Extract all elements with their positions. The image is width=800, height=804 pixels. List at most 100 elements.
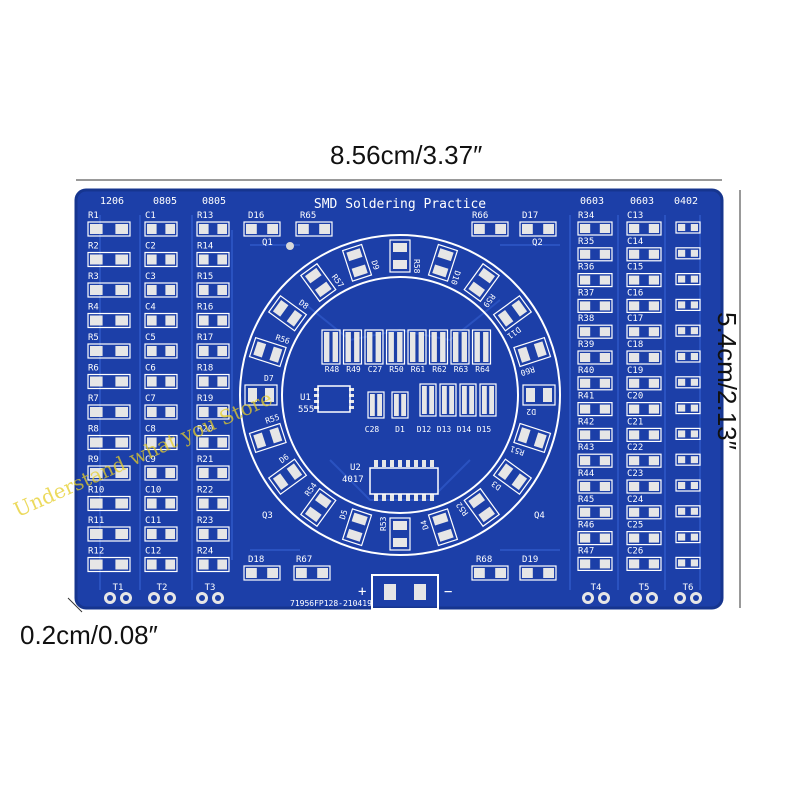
footprint-pad-b	[115, 285, 128, 295]
component-label: C23	[627, 469, 643, 479]
terminal-label: T5	[639, 583, 650, 593]
footprint-pad-a	[90, 376, 103, 387]
footprint-pad-a	[474, 568, 485, 578]
terminal-drill	[151, 595, 157, 601]
footprint	[196, 221, 230, 237]
footprint-pad-a	[629, 327, 640, 337]
ring-pad	[346, 248, 363, 262]
footprint-pad-a	[90, 224, 103, 234]
footprint-pad-a	[324, 332, 330, 362]
ring-footprint	[389, 517, 411, 551]
component-label: R55	[264, 413, 281, 426]
footprint-pad-a	[147, 559, 157, 570]
footprint	[144, 343, 178, 359]
footprint-pad-b	[375, 332, 381, 362]
footprint-pad-b	[115, 315, 128, 326]
ring-pad	[314, 281, 332, 298]
footprint-pad-b	[599, 327, 610, 337]
diode-footprint	[439, 383, 457, 417]
chip-pin	[430, 460, 434, 467]
footprint	[144, 556, 178, 573]
ring-component: R55	[248, 413, 287, 454]
footprint-pad-a	[370, 394, 375, 416]
footprint	[295, 221, 333, 237]
footprint-pad-a	[678, 456, 686, 464]
component-label: R20	[197, 425, 213, 435]
component-label: C5	[145, 333, 156, 343]
component-label: C27	[368, 365, 383, 374]
component-label: C14	[627, 237, 643, 247]
footprint	[196, 251, 230, 268]
chip-pin	[349, 394, 354, 397]
terminal-label: T4	[591, 583, 602, 593]
outer-ring-outline	[239, 234, 561, 556]
footprint-pad-a	[90, 285, 103, 295]
chip-u1-label: U1	[300, 393, 311, 403]
footprint	[196, 556, 230, 573]
ring-pad	[432, 264, 449, 278]
footprint	[675, 376, 701, 389]
footprint-pad-b	[690, 327, 698, 335]
component-label: R10	[88, 486, 104, 496]
footprint-pad-a	[678, 533, 686, 541]
footprint-pad-b	[690, 224, 698, 231]
component-label: R56	[274, 333, 291, 346]
footprint-pad-a	[629, 301, 640, 311]
component-label: C19	[627, 366, 643, 376]
footprint-pad-a	[580, 327, 591, 337]
footprint-pad-b	[599, 353, 610, 362]
component-label: R60	[519, 364, 536, 377]
footprint	[675, 505, 701, 518]
ring-footprint	[244, 384, 278, 406]
footprint	[675, 350, 701, 363]
component-label: R2	[88, 242, 99, 252]
component-label: C13	[627, 211, 643, 221]
power-pad-left	[384, 584, 396, 600]
terminal-drill	[123, 595, 129, 601]
component-label: R66	[472, 211, 488, 221]
footprint	[626, 221, 662, 236]
footprint-pad-b	[690, 404, 698, 412]
footprint-pad-a	[678, 224, 686, 231]
footprint-pad-a	[90, 559, 103, 570]
ring-footprint	[427, 508, 459, 547]
footprint-pad-b	[217, 224, 227, 234]
ring-footprint	[427, 243, 459, 282]
footprint	[196, 526, 230, 542]
component-label: D10	[449, 269, 462, 286]
footprint-pad-b	[115, 376, 128, 387]
chip-pin	[382, 460, 386, 467]
component-label: R64	[475, 365, 490, 374]
footprint-pad-a	[90, 254, 103, 265]
component-label: D17	[522, 211, 538, 221]
footprint-pad-b	[648, 224, 659, 233]
component-label: R9	[88, 455, 99, 465]
ring-pad	[253, 432, 267, 449]
ring-component: D9	[341, 243, 381, 282]
footprint	[196, 434, 230, 451]
component-label: R36	[578, 263, 594, 273]
chip-pin	[398, 460, 402, 467]
diode-footprint	[459, 383, 477, 417]
footprint-pad-b	[319, 224, 330, 234]
component-label: R23	[197, 516, 213, 526]
ring-pad	[533, 341, 547, 358]
footprint-pad-b	[115, 346, 128, 356]
component-label: D13	[437, 425, 452, 434]
footprint	[144, 373, 178, 390]
footprint	[626, 324, 662, 339]
component-label: C2	[145, 242, 156, 252]
ring-pad	[511, 473, 528, 491]
footprint-pad-a	[678, 430, 686, 438]
ring-footprint	[267, 458, 308, 496]
footprint-pad-b	[461, 332, 467, 362]
ring-component: D10	[427, 243, 462, 286]
footprint-pad-b	[690, 507, 698, 515]
footprint	[196, 373, 230, 390]
ring-pad	[272, 299, 289, 317]
footprint-pad-a	[199, 254, 209, 265]
terminal-drill	[199, 595, 205, 601]
component-label: R49	[346, 365, 361, 374]
footprint-pad-b	[217, 254, 227, 265]
terminal-drill	[107, 595, 113, 601]
